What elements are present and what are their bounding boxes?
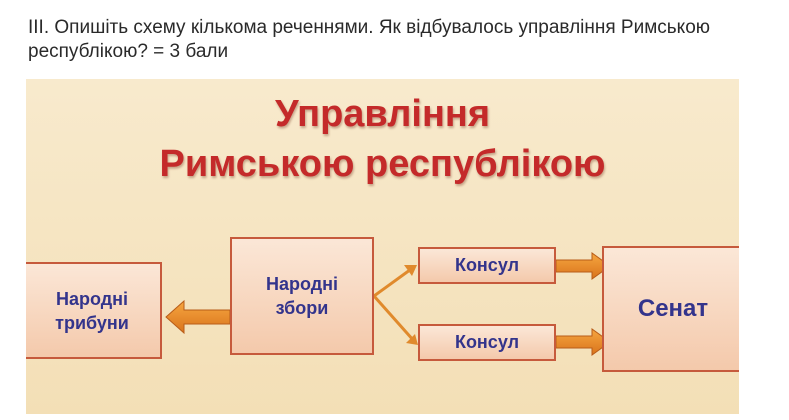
arrow-assembly-to-consul-bottom [372,295,416,342]
node-consul-top-label: Консул [454,255,520,275]
arrow-assembly-to-tribunes [165,299,231,335]
node-people-tribunes-line-2: трибуни [55,312,129,333]
arrow-consul-top-to-senate [555,252,611,280]
node-consul-bottom-label: Консул [454,332,520,352]
node-consul-top: Консул [418,247,556,284]
arrow-head-consul-top [404,265,417,276]
node-senate: Сенат [602,246,739,372]
question-text: III. Опишіть схему кількома реченнями. Я… [28,17,711,62]
arrow-assembly-to-consul-top [373,265,415,298]
node-consul-bottom: Консул [418,324,556,361]
node-people-tribunes: Народні трибуни [26,262,162,359]
node-people-assembly-line-2: збори [275,298,329,318]
node-people-assembly: Народні збори [230,237,374,355]
node-senate-label: Сенат [637,295,709,322]
diagram-title-line-2: Римською республікою [159,143,606,185]
arrow-head-consul-bottom [406,334,418,345]
node-people-tribunes-line-1: Народні [55,288,129,309]
diagram-arrows [165,252,611,356]
arrow-consul-bottom-to-senate [555,328,611,356]
node-people-assembly-line-1: Народні [265,274,339,294]
diagram-title: Управління Римською республікою [26,89,739,189]
diagram-slide: Управління Римською республікою [26,79,739,414]
diagram-title-line-1: Управління [274,93,491,135]
